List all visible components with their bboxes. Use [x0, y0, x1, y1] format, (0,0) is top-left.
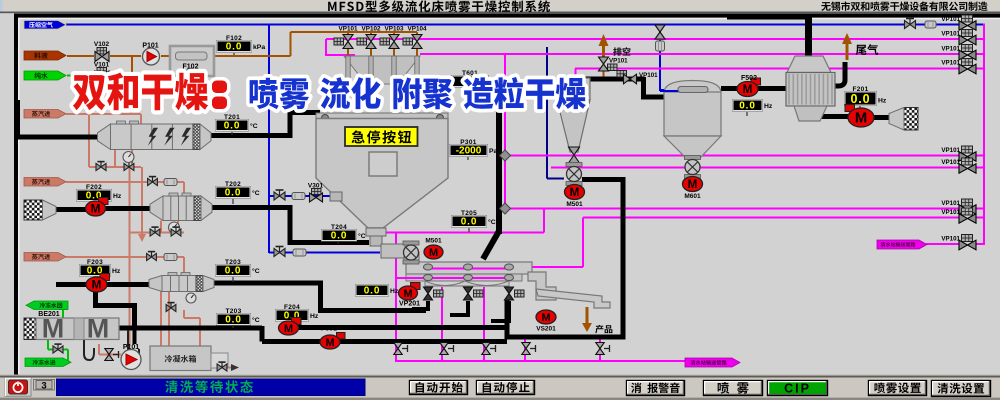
svg-text:M501: M501: [425, 238, 442, 245]
svg-text:M: M: [743, 83, 753, 96]
svg-text:-2000: -2000: [456, 145, 482, 156]
svg-text:T205: T205: [461, 210, 477, 217]
svg-text:0.0: 0.0: [87, 265, 104, 276]
svg-text:P101: P101: [123, 344, 139, 351]
svg-text:T201: T201: [224, 114, 240, 121]
svg-text:M: M: [284, 323, 293, 335]
svg-text:T601: T601: [462, 70, 478, 77]
svg-text:V102: V102: [94, 41, 110, 48]
svg-text:VP101: VP101: [639, 72, 658, 79]
svg-text:VP101: VP101: [941, 209, 960, 216]
svg-text:VP101: VP101: [941, 46, 960, 53]
svg-text:T204: T204: [331, 224, 347, 231]
svg-text:0.0: 0.0: [850, 92, 870, 106]
svg-text:P301: P301: [460, 139, 476, 146]
svg-text:V101: V101: [94, 62, 110, 69]
svg-text:VP101: VP101: [941, 60, 960, 67]
svg-text:M: M: [541, 312, 550, 324]
svg-text:F502: F502: [741, 75, 757, 82]
svg-text:F102: F102: [183, 64, 199, 71]
svg-text:F202: F202: [86, 184, 102, 191]
svg-text:T202: T202: [225, 181, 241, 188]
svg-text:VP101: VP101: [941, 200, 960, 207]
svg-text:F601: F601: [321, 326, 337, 333]
svg-text:M: M: [87, 314, 110, 344]
svg-text:F102: F102: [226, 35, 242, 42]
svg-text:M: M: [91, 203, 101, 216]
svg-text:°C: °C: [252, 316, 260, 324]
svg-text:3: 3: [41, 380, 46, 391]
svg-text:0.0: 0.0: [364, 285, 381, 296]
svg-text:M501: M501: [566, 201, 583, 208]
svg-text:Hz: Hz: [390, 288, 399, 295]
svg-text:Pa: Pa: [489, 148, 498, 155]
svg-text:M: M: [42, 314, 65, 344]
svg-text:°C: °C: [252, 267, 260, 275]
svg-text:VP101: VP101: [339, 26, 358, 33]
svg-text:F203: F203: [87, 259, 103, 266]
svg-text:0.0: 0.0: [225, 265, 242, 276]
svg-text:VP101: VP101: [941, 16, 960, 23]
svg-text:VP201: VP201: [399, 301, 420, 308]
svg-text:0.0: 0.0: [225, 314, 242, 325]
svg-text:0.0: 0.0: [225, 187, 242, 198]
svg-text:Hz: Hz: [113, 193, 122, 200]
svg-text:VP101: VP101: [941, 147, 960, 154]
svg-text:V301: V301: [308, 183, 324, 190]
svg-text:M: M: [403, 288, 412, 300]
svg-text:VP102: VP102: [362, 26, 381, 33]
svg-text:M: M: [92, 279, 102, 292]
svg-text:VP101: VP101: [941, 236, 960, 243]
svg-text:°C: °C: [250, 122, 258, 130]
svg-text:0.0: 0.0: [461, 216, 478, 227]
svg-text:F201: F201: [852, 86, 868, 93]
svg-text:P101: P101: [142, 43, 158, 50]
svg-text:M: M: [570, 186, 580, 199]
svg-text:T203: T203: [225, 259, 241, 266]
svg-text:0.0: 0.0: [284, 310, 301, 321]
svg-text:0.0: 0.0: [226, 41, 243, 52]
svg-text:0.0: 0.0: [86, 190, 103, 201]
svg-text:°C: °C: [358, 232, 366, 240]
svg-text:M: M: [855, 111, 867, 127]
svg-text:Hz: Hz: [112, 268, 121, 275]
svg-text:M601: M601: [684, 193, 701, 200]
svg-text:VP101: VP101: [941, 159, 960, 166]
svg-text:°C: °C: [252, 189, 260, 197]
svg-text:M: M: [688, 178, 698, 191]
svg-text:M: M: [429, 247, 438, 259]
svg-text:Hz: Hz: [764, 103, 773, 110]
svg-text:VP101: VP101: [609, 58, 628, 65]
svg-text:M: M: [325, 337, 334, 349]
svg-text:0.0: 0.0: [739, 100, 756, 111]
svg-text:BE201: BE201: [38, 311, 60, 318]
svg-text:CIP: CIP: [784, 381, 811, 395]
svg-text:Hz: Hz: [878, 98, 887, 105]
svg-text:kPa: kPa: [253, 44, 265, 51]
svg-text:VP103: VP103: [385, 26, 404, 33]
svg-text:0.0: 0.0: [224, 120, 241, 131]
svg-text:VP104: VP104: [408, 26, 427, 33]
svg-text:F204: F204: [284, 304, 300, 311]
svg-text:0.0: 0.0: [331, 230, 348, 241]
svg-text:T203: T203: [225, 308, 241, 315]
svg-text:VS201: VS201: [536, 326, 556, 333]
svg-text:°C: °C: [488, 218, 496, 226]
svg-text:VP101: VP101: [941, 31, 960, 38]
svg-text:Hz: Hz: [310, 313, 319, 320]
